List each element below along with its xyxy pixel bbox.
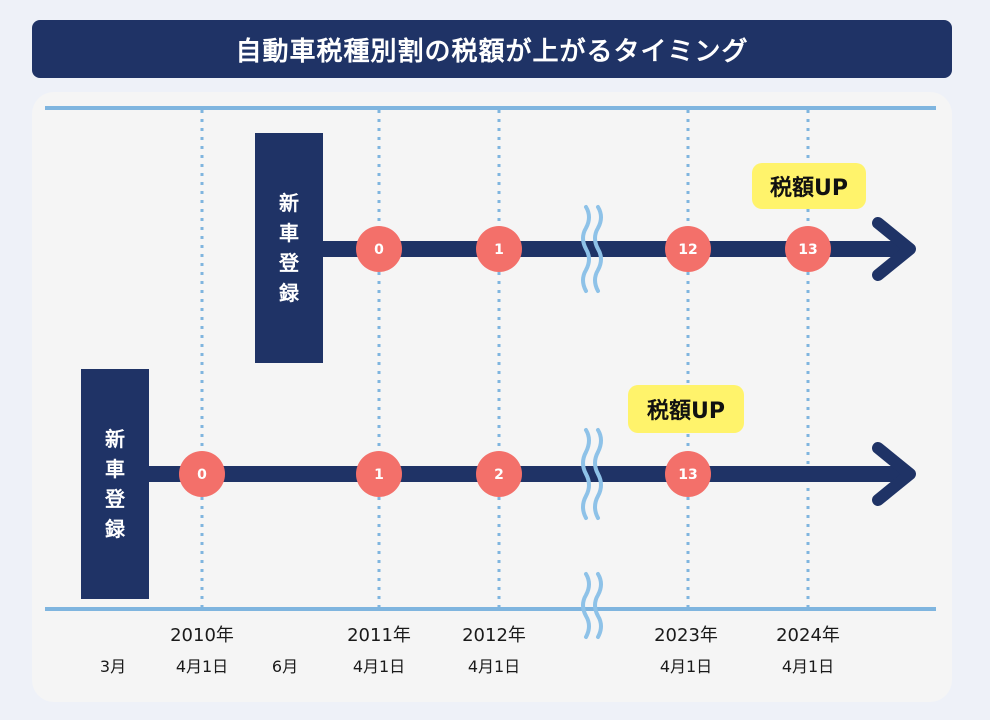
new-registration-box-top: 新車登録 <box>255 133 323 363</box>
timeline-bottom-node-0 <box>179 451 225 497</box>
timeline-top-arrowhead <box>872 217 916 281</box>
timeline-top-node-label: 12 <box>678 242 697 258</box>
label-month-bottom-start: 3月 <box>99 657 127 676</box>
registration-char: 車 <box>105 457 125 481</box>
break-mark-top-2 <box>593 205 603 293</box>
timeline-bottom-node-2 <box>476 451 522 497</box>
timeline-top-node-12 <box>665 226 711 272</box>
timeline-bottom-arrowhead <box>872 442 916 506</box>
break-mark-bottom-2 <box>593 428 603 520</box>
timeline-top-node-0 <box>356 226 402 272</box>
break-mark-top-1 <box>581 205 591 293</box>
label-month-top-start: 6月 <box>271 657 299 676</box>
timeline-bottom-node-label: 0 <box>197 467 207 483</box>
label-date-2011: 4月1日 <box>352 657 406 676</box>
label-year-2024: 2024年 <box>776 625 840 646</box>
timeline-bottom-node-13 <box>665 451 711 497</box>
label-year-2012: 2012年 <box>462 625 526 646</box>
registration-char: 登 <box>105 487 125 511</box>
break-mark-axis-1 <box>581 572 591 639</box>
registration-char: 登 <box>279 251 299 275</box>
timeline-bottom-nodes: 0 1 2 13 <box>179 451 711 497</box>
tax-up-badge-bottom: 税額UP <box>628 385 744 433</box>
label-date-2010: 4月1日 <box>175 657 229 676</box>
timeline-top-node-label: 0 <box>374 242 384 258</box>
break-mark-axis-2 <box>593 572 603 639</box>
break-marks <box>581 205 603 639</box>
new-registration-box-bottom: 新車登録 <box>81 369 149 599</box>
label-year-2010: 2010年 <box>170 625 234 646</box>
timeline-bottom-node-label: 2 <box>494 467 504 483</box>
timeline-bottom-node-label: 1 <box>374 467 384 483</box>
timeline-bottom-node-1 <box>356 451 402 497</box>
timeline-top-node-label: 1 <box>494 242 504 258</box>
tax-up-badge-top: 税額UP <box>752 163 866 209</box>
label-date-2024: 4月1日 <box>781 657 835 676</box>
break-mark-bottom-1 <box>581 428 591 520</box>
registration-char: 録 <box>279 281 299 305</box>
page-title: 自動車税種別割の税額が上がるタイミング <box>32 20 952 78</box>
timeline-bottom-node-label: 13 <box>678 467 697 483</box>
timeline-top-nodes: 0 1 12 13 <box>356 226 831 272</box>
registration-char: 録 <box>105 517 125 541</box>
label-date-2023: 4月1日 <box>659 657 713 676</box>
registration-char: 車 <box>279 221 299 245</box>
timeline-top-node-1 <box>476 226 522 272</box>
timeline-top-node-label: 13 <box>798 242 817 258</box>
registration-char: 新 <box>105 427 125 451</box>
label-year-2023: 2023年 <box>654 625 718 646</box>
label-year-2011: 2011年 <box>347 625 411 646</box>
registration-char: 新 <box>279 191 299 215</box>
label-date-2012: 4月1日 <box>467 657 521 676</box>
timeline-top-node-13 <box>785 226 831 272</box>
